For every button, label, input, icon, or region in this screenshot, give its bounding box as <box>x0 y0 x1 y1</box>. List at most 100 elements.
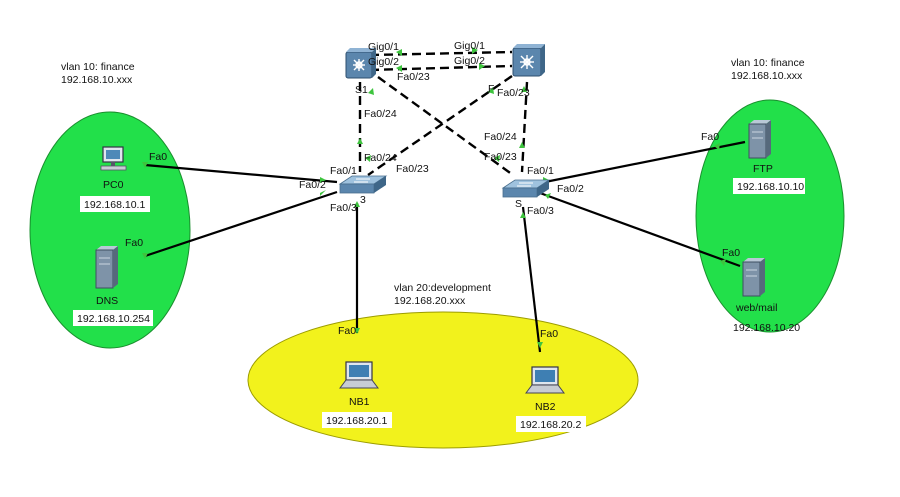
device-name-s1: S1 <box>355 84 368 96</box>
device-ip-pc0: 192.168.10.1 <box>84 199 145 211</box>
port-indicator <box>354 328 360 334</box>
port-label-s4-fa024: Fa0/24 <box>484 131 517 143</box>
device-name-s4: S <box>515 198 522 210</box>
finance-zone-left <box>29 111 191 349</box>
right-subnet-label: 192.168.10.xxx <box>731 70 803 82</box>
laptop-icon <box>339 361 379 389</box>
device-name-web: web/mail <box>735 302 777 314</box>
port-label-s2-f: F <box>488 83 494 95</box>
link-pc0-s3 <box>144 163 338 184</box>
right-vlan-label: vlan 10: finance <box>731 57 805 69</box>
device-name-pc0: PC0 <box>103 179 124 191</box>
switch-s3[interactable]: 3 <box>338 175 388 206</box>
port-indicator <box>368 88 374 95</box>
link-s2-s4 <box>520 81 529 173</box>
port-label-web-fa0: Fa0 <box>722 247 740 259</box>
port-indicator <box>519 142 525 148</box>
port-label-s2-fa023: Fa0/23 <box>497 87 530 99</box>
port-label-nb2-fa0: Fa0 <box>540 328 558 340</box>
multilayer-switch-s2[interactable] <box>512 44 545 77</box>
port-indicator <box>521 86 527 92</box>
server-icon <box>742 258 765 297</box>
port-label-s4-fa023: Fa0/23 <box>484 151 517 163</box>
dev-subnet-label: 192.168.20.xxx <box>394 295 466 307</box>
laptop-icon <box>525 366 565 394</box>
port-label-s1-fa024: Fa0/24 <box>364 108 397 120</box>
device-ip-dns: 192.168.10.254 <box>77 313 150 325</box>
link-s1-s2-gig02 <box>369 64 513 72</box>
device-name-dns: DNS <box>96 295 118 307</box>
port-indicator <box>479 63 485 70</box>
port-indicator <box>720 259 726 266</box>
device-name-nb1: NB1 <box>349 396 370 408</box>
dashed-links <box>358 50 529 176</box>
port-label-s4-fa01: Fa0/1 <box>527 165 554 177</box>
port-label-s1-gig01: Gig0/1 <box>368 41 399 53</box>
solid-links <box>144 140 746 353</box>
dns-server[interactable]: DNS 192.168.10.254 <box>73 246 153 326</box>
port-indicator <box>142 162 148 168</box>
port-label-s3-fa023: Fa0/23 <box>396 163 429 175</box>
link-dns-s3 <box>144 190 338 258</box>
port-indicator <box>520 212 526 218</box>
nb2-laptop[interactable]: NB2 192.168.20.2 <box>516 366 586 432</box>
port-label-s2-gig01: Gig0/1 <box>454 40 485 52</box>
link-web-s4 <box>539 191 741 268</box>
server-icon <box>95 246 118 289</box>
link-ftp-s4 <box>539 140 746 185</box>
left-vlan-label: vlan 10: finance <box>61 61 135 73</box>
link-s2-s3 <box>367 75 513 176</box>
device-name-ftp: FTP <box>753 163 773 175</box>
port-label-s2-gig02: Gig0/2 <box>454 55 485 67</box>
port-label-s4-fa03: Fa0/3 <box>527 205 554 217</box>
port-label-s1-gig02: Gig0/2 <box>368 56 399 68</box>
pc0[interactable]: PC0 192.168.10.1 <box>80 146 150 212</box>
nb1-laptop[interactable]: NB1 192.168.20.1 <box>322 361 392 428</box>
multilayer-switch-icon <box>520 55 534 69</box>
port-labels: Fa0 Fa0 Fa0 Fa0 Fa0 Fa0 Gig0/1 Gig0/2 Fa… <box>125 40 740 340</box>
ftp-server[interactable]: FTP 192.168.10.10 <box>733 120 805 194</box>
switch-icon <box>354 178 370 183</box>
pc-icon <box>100 146 127 171</box>
port-indicator <box>396 65 402 72</box>
port-indicator <box>472 47 478 54</box>
port-label-s3-fa024: Fa0/24 <box>364 152 397 164</box>
finance-zone-right <box>695 99 845 333</box>
switch-icon <box>517 182 533 187</box>
port-label-s3-fa03: Fa0/3 <box>330 202 357 214</box>
port-indicator <box>365 155 371 162</box>
port-label-nb1-fa0: Fa0 <box>338 325 356 337</box>
port-indicator <box>142 253 148 259</box>
port-label-s1-fa023: Fa0/23 <box>397 71 430 83</box>
port-indicator <box>320 177 326 183</box>
port-label-s3-fa02: Fa0/2 <box>299 179 326 191</box>
port-indicator <box>488 87 494 94</box>
device-name-s3: 3 <box>360 194 366 206</box>
multilayer-switch-icon <box>353 59 365 71</box>
link-s1-s2-gig01 <box>369 50 513 57</box>
server-icon <box>748 120 771 159</box>
device-ip-ftp: 192.168.10.10 <box>737 181 804 193</box>
device-name-nb2: NB2 <box>535 401 556 413</box>
dev-vlan-label: vlan 20:development <box>394 282 491 294</box>
port-label-s4-fa02: Fa0/2 <box>557 183 584 195</box>
port-indicator <box>714 143 720 150</box>
port-label-pc0-fa0: Fa0 <box>149 151 167 163</box>
device-ip-nb2: 192.168.20.2 <box>520 419 581 431</box>
port-label-s3-fa01: Fa0/1 <box>330 165 357 177</box>
device-ip-web: 192.168.10.20 <box>733 322 800 334</box>
link-nb2-s4 <box>521 206 542 353</box>
switch-s4[interactable]: S <box>501 179 551 210</box>
web-mail-server[interactable]: web/mail 192.168.10.20 <box>733 258 800 334</box>
port-indicator <box>545 193 551 199</box>
port-label-ftp-fa0: Fa0 <box>701 131 719 143</box>
multilayer-switch-s1[interactable]: S1 <box>345 48 376 96</box>
port-indicator <box>354 201 360 207</box>
port-indicator <box>396 49 402 56</box>
port-indicator <box>537 342 543 348</box>
port-label-dns-fa0: Fa0 <box>125 237 143 249</box>
port-indicator <box>357 138 363 144</box>
device-ip-nb1: 192.168.20.1 <box>326 415 387 427</box>
port-indicator <box>320 190 326 196</box>
